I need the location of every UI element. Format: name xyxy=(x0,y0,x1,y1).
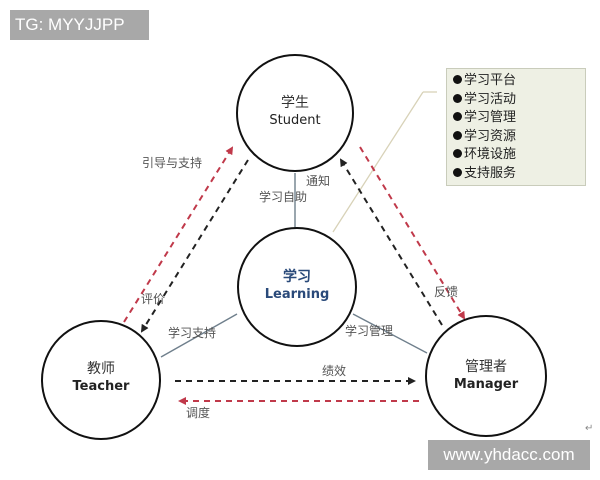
paragraph-mark-icon: ↵ xyxy=(585,423,594,434)
connector-manager-learning xyxy=(352,313,428,354)
bullet-icon xyxy=(453,75,462,84)
infobox-item: 学习活动 xyxy=(453,91,585,110)
edge-label-learning-management: 学习管理 xyxy=(345,324,394,338)
watermark-bottom-right: www.yhdacc.com xyxy=(428,440,590,470)
edge-label-performance: 绩效 xyxy=(322,364,347,378)
teacher-label-en: Teacher xyxy=(72,379,130,394)
arrow-student-to-manager xyxy=(359,146,466,320)
edge-label-guide-support: 引导与支持 xyxy=(142,156,203,170)
callout-line xyxy=(332,91,424,233)
teacher-label-zh: 教师 xyxy=(87,361,115,377)
edge-label-evaluate: 评价 xyxy=(141,292,166,306)
edge-label-self-help: 学习自助 xyxy=(259,190,308,204)
infobox-item: 学习资源 xyxy=(453,128,585,147)
connector-teacher-learning xyxy=(160,313,238,358)
teacher-circle xyxy=(41,320,161,440)
edge-label-dispatch: 调度 xyxy=(186,406,211,420)
manager-label-zh: 管理者 xyxy=(465,359,507,375)
node-teacher[interactable]: 教师 Teacher xyxy=(51,360,151,396)
infobox-item: 学习管理 xyxy=(453,109,585,128)
bullet-icon xyxy=(453,93,462,103)
bullet-icon xyxy=(453,167,462,177)
learning-components-box: 学习平台 学习活动 学习管理 学习资源 环境设施 支持服务 xyxy=(446,68,586,186)
manager-label-en: Manager xyxy=(453,377,519,392)
learning-label-en: Learning xyxy=(264,287,330,302)
node-student[interactable]: 学生 Student xyxy=(245,94,345,130)
arrow-student-to-teacher xyxy=(140,159,249,333)
arrow-teacher-to-student xyxy=(123,146,234,323)
infobox-item: 学习平台 xyxy=(453,72,585,91)
manager-circle xyxy=(425,315,547,437)
edge-label-feedback: 反馈 xyxy=(434,285,459,299)
student-circle xyxy=(236,54,354,172)
infobox-item: 支持服务 xyxy=(453,165,585,184)
learning-label-zh: 学习 xyxy=(283,269,311,285)
bullet-icon xyxy=(453,149,462,158)
student-label-zh: 学生 xyxy=(281,95,309,111)
bullet-icon xyxy=(453,112,462,121)
learning-circle xyxy=(237,227,357,347)
node-learning[interactable]: 学习 Learning xyxy=(247,268,347,304)
bullet-icon xyxy=(453,130,462,140)
edge-label-learning-support: 学习支持 xyxy=(168,326,217,340)
watermark-top-left: TG: MYYJJPP xyxy=(10,10,149,40)
student-label-en: Student xyxy=(269,113,321,128)
infobox-item: 环境设施 xyxy=(453,146,585,165)
arrow-manager-to-student xyxy=(339,158,443,326)
edge-label-notify: 通知 xyxy=(306,174,331,188)
node-manager[interactable]: 管理者 Manager xyxy=(431,358,541,394)
